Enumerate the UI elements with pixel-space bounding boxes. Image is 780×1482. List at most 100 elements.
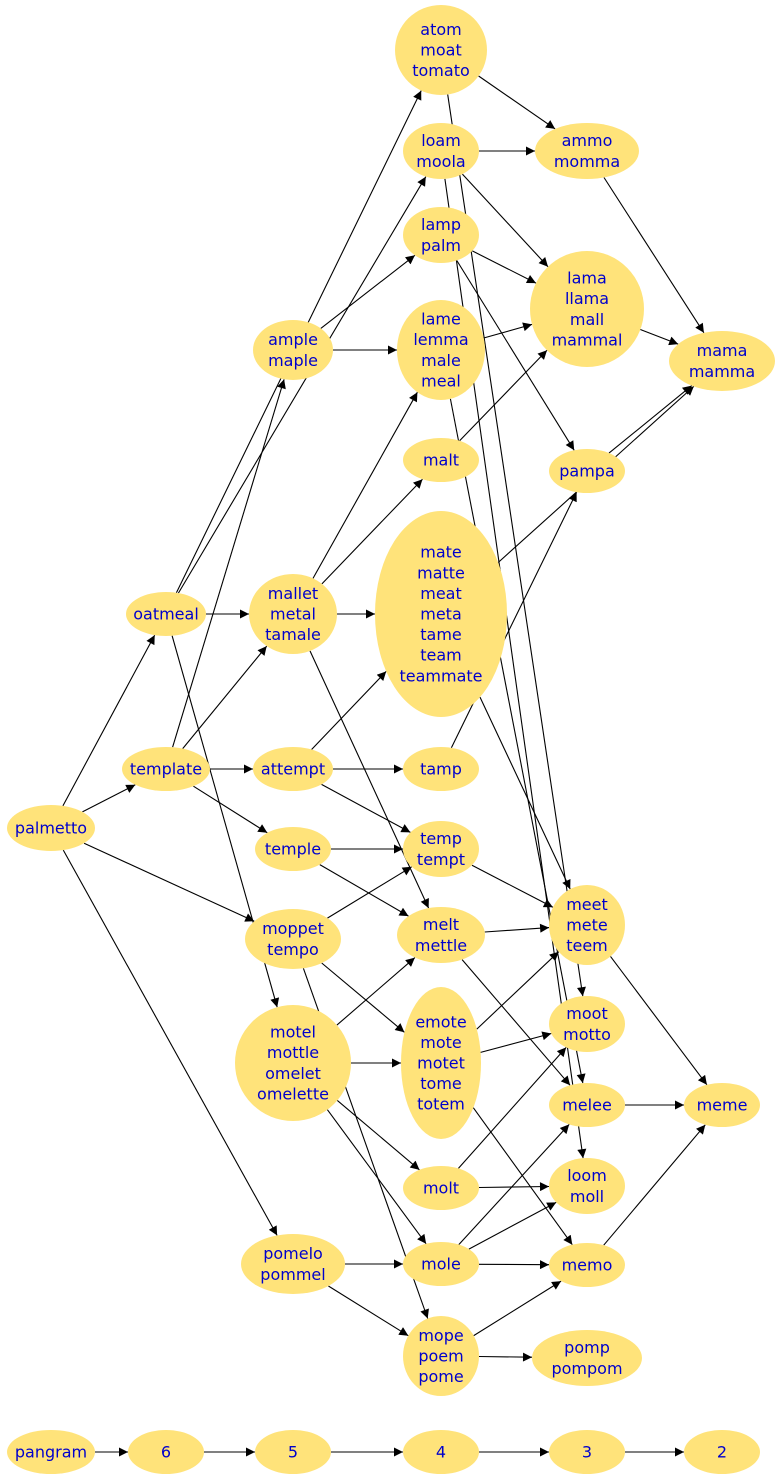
edge-mallet-to-melt bbox=[309, 650, 430, 909]
node-ellipse bbox=[669, 331, 775, 391]
node-temple: temple bbox=[255, 827, 331, 871]
node-ellipse bbox=[401, 987, 481, 1139]
node-ellipse bbox=[255, 827, 331, 871]
node-label: motel bbox=[270, 1023, 316, 1042]
node-label: mallet bbox=[268, 584, 318, 603]
edge-template-to-mallet bbox=[182, 645, 268, 749]
edge-attempt-to-temp bbox=[321, 783, 411, 833]
node-ellipse bbox=[255, 1430, 331, 1474]
edge-melt-to-meet bbox=[484, 923, 550, 933]
node-label: teem bbox=[566, 936, 608, 955]
edge-molt-to-loom bbox=[478, 1182, 550, 1192]
node-label: emote bbox=[415, 1012, 466, 1031]
node-label: meat bbox=[420, 584, 462, 603]
node-label: omelette bbox=[257, 1084, 329, 1103]
node-pampa: pampa bbox=[549, 449, 625, 493]
node-ellipse bbox=[395, 5, 487, 95]
node-ellipse bbox=[397, 300, 485, 400]
node-label: maple bbox=[268, 351, 318, 370]
node-label: tomato bbox=[412, 61, 470, 80]
node-label: attempt bbox=[261, 760, 325, 779]
node-label: motet bbox=[417, 1054, 465, 1073]
node-ellipse bbox=[403, 207, 479, 263]
node-label: moppet bbox=[262, 919, 324, 938]
node-label: mamma bbox=[689, 362, 755, 381]
node-label: pangram bbox=[15, 1443, 87, 1462]
node-label: pampa bbox=[559, 462, 615, 481]
edge-mallet-to-malt bbox=[321, 478, 423, 585]
node-ellipse bbox=[128, 1430, 204, 1474]
edge-palmetto-to-template bbox=[82, 784, 136, 813]
node-ellipse bbox=[532, 1330, 642, 1386]
node-n6: 6 bbox=[128, 1430, 204, 1474]
node-label: lemma bbox=[413, 330, 468, 349]
edge-ammo-to-mama bbox=[603, 177, 705, 334]
edge-template-to-ample bbox=[172, 379, 286, 748]
node-label: tempo bbox=[267, 940, 319, 959]
node-label: tempt bbox=[417, 850, 465, 869]
node-ellipse bbox=[249, 574, 337, 654]
node-ellipse bbox=[397, 907, 485, 963]
node-label: meet bbox=[566, 895, 608, 914]
node-ellipse bbox=[403, 1316, 479, 1396]
edge-palmetto-to-oatmeal bbox=[62, 634, 156, 807]
node-temp: temp tempt bbox=[403, 821, 479, 877]
node-ellipse bbox=[253, 320, 333, 380]
node-ellipse bbox=[403, 123, 479, 179]
node-label: tamale bbox=[265, 625, 321, 644]
edge-motel-to-melt bbox=[336, 957, 416, 1026]
edge-temple-to-melt bbox=[319, 864, 409, 917]
node-label: molt bbox=[423, 1179, 459, 1198]
node-label: palm bbox=[421, 236, 461, 255]
node-label: tamp bbox=[420, 760, 462, 779]
node-label: mama bbox=[697, 341, 748, 360]
node-ellipse bbox=[549, 1430, 625, 1474]
node-ellipse bbox=[549, 1083, 625, 1127]
node-label: temp bbox=[420, 829, 462, 848]
edge-moppet-to-temp bbox=[327, 866, 412, 919]
node-palmetto: palmetto bbox=[7, 805, 95, 851]
node-ellipse bbox=[403, 1166, 479, 1210]
node-ellipse bbox=[7, 805, 95, 851]
node-ellipse bbox=[549, 1158, 625, 1214]
node-label: mottle bbox=[267, 1043, 319, 1062]
edge-pomelo-to-mope bbox=[328, 1285, 409, 1337]
node-ellipse bbox=[403, 747, 479, 791]
edge-lame-to-melee bbox=[449, 398, 586, 1084]
edge-lamp-to-pampa bbox=[456, 260, 575, 451]
edge-lame-to-lama bbox=[483, 322, 533, 339]
edge-emote-to-memo bbox=[472, 1107, 573, 1246]
edge-pampa-to-mama bbox=[608, 385, 693, 454]
node-label: mole bbox=[421, 1255, 461, 1274]
edge-attempt-to-mate bbox=[311, 671, 387, 750]
node-ellipse bbox=[403, 821, 479, 877]
node-ellipse bbox=[403, 1242, 479, 1286]
edge-oatmeal-to-loam bbox=[177, 176, 427, 594]
edge-mole-to-melee bbox=[458, 1124, 570, 1245]
edge-mallet-to-lame bbox=[312, 391, 418, 579]
node-label: mettle bbox=[415, 936, 467, 955]
node-label: mate bbox=[420, 543, 462, 562]
node-label: moola bbox=[416, 152, 465, 171]
node-n5: 5 bbox=[255, 1430, 331, 1474]
node-label: team bbox=[420, 646, 462, 665]
node-label: teammate bbox=[399, 666, 482, 685]
node-label: tome bbox=[420, 1074, 462, 1093]
node-label: moot bbox=[566, 1004, 607, 1023]
node-ellipse bbox=[549, 996, 625, 1052]
edge-palmetto-to-pomelo bbox=[62, 849, 278, 1236]
node-loam: loam moola bbox=[403, 123, 479, 179]
node-molt: molt bbox=[403, 1166, 479, 1210]
node-label: loam bbox=[421, 131, 461, 150]
node-label: moat bbox=[420, 41, 461, 60]
